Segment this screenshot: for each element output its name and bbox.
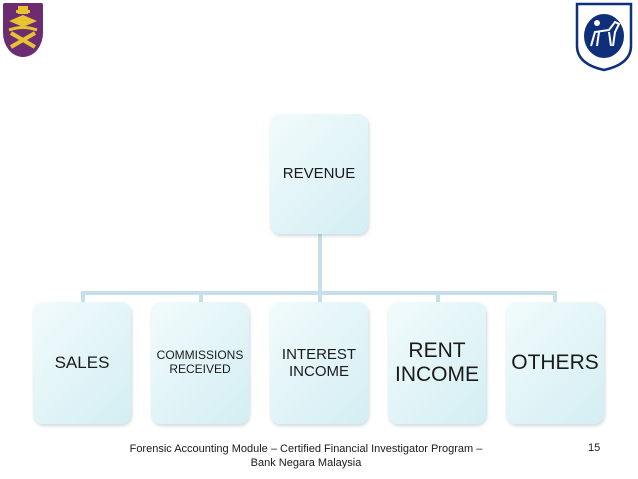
- node-interest-income-label: INTEREST INCOME: [281, 345, 357, 380]
- node-sales-label: SALES: [54, 353, 110, 373]
- node-others: OTHERS: [506, 302, 604, 424]
- node-sales: SALES: [33, 302, 131, 424]
- node-commissions-received-label: COMMISSIONS RECEIVED: [156, 348, 244, 376]
- deer-emblem-logo: [575, 2, 633, 72]
- node-revenue: REVENUE: [270, 114, 368, 234]
- connector-drop-interest: [318, 291, 322, 302]
- node-revenue-label: REVENUE: [282, 165, 356, 183]
- node-rent-income-label: RENT INCOME: [395, 338, 479, 386]
- footer-text: Forensic Accounting Module – Certified F…: [129, 443, 483, 469]
- node-others-label: OTHERS: [511, 350, 599, 374]
- page-number: 15: [588, 442, 601, 454]
- connector-drop-commissions: [199, 291, 203, 302]
- connector-drop-sales: [81, 291, 85, 302]
- node-rent-income: RENT INCOME: [388, 302, 486, 424]
- node-commissions-received: COMMISSIONS RECEIVED: [151, 302, 249, 424]
- connector-drop-rent: [436, 291, 440, 302]
- slide-footer: Forensic Accounting Module – Certified F…: [100, 442, 512, 470]
- node-interest-income: INTEREST INCOME: [270, 302, 368, 424]
- university-crest-logo: [3, 3, 43, 57]
- connector-root-stem: [318, 234, 322, 291]
- connector-drop-others: [553, 291, 557, 302]
